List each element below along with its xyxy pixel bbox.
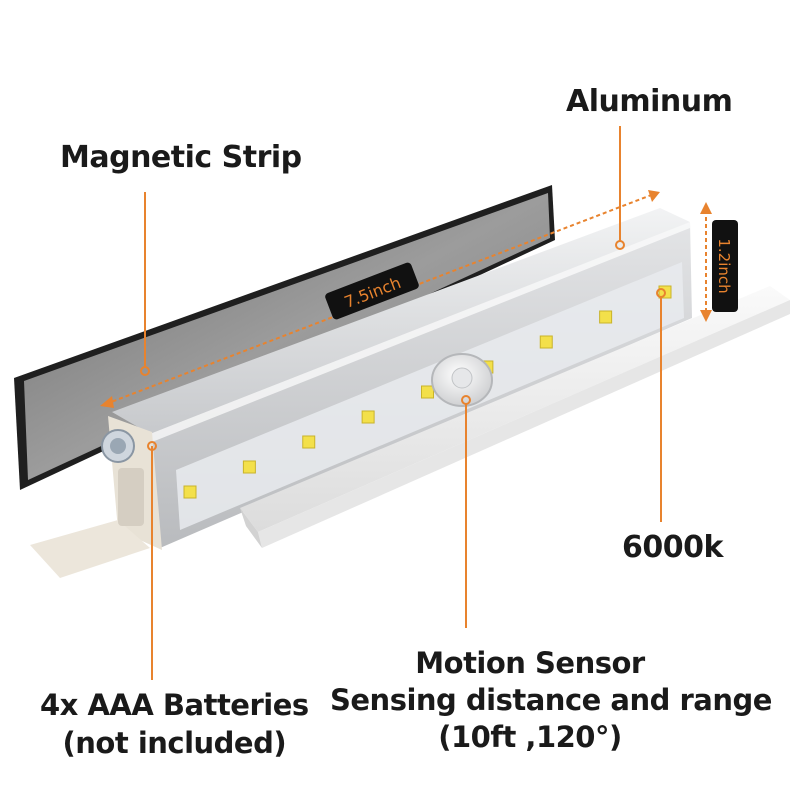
batteries-label: 4x AAA Batteries (not included) (40, 686, 309, 762)
aluminum-label: Aluminum (566, 84, 733, 119)
height-dimension: 1.2inch (700, 202, 738, 322)
batteries-label-line1: 4x AAA Batteries (40, 688, 309, 722)
motion-label-line2: Sensing distance and range (330, 683, 772, 717)
height-text: 1.2inch (715, 238, 733, 293)
motion-sensor (431, 353, 493, 407)
led-chip (183, 485, 197, 499)
length-badge (325, 262, 419, 320)
led-chip (599, 310, 613, 324)
magnetic-strip-label: Magnetic Strip (60, 140, 302, 175)
led-chip (421, 385, 434, 399)
height-badge (712, 220, 738, 312)
led-chip (361, 410, 375, 424)
led-chip (242, 460, 256, 474)
motion-sensor-label: Motion Sensor Sensing distance and range… (330, 645, 772, 756)
end-cap (30, 416, 162, 578)
led-chip (539, 335, 553, 349)
batteries-label-line2: (not included) (62, 726, 287, 760)
motion-label-line1: Motion Sensor (415, 646, 645, 680)
color-temperature-label: 6000k (622, 530, 723, 565)
motion-label-line3: (10ft ,120°) (438, 720, 622, 754)
led-chip (302, 435, 316, 449)
diffuser-cover (240, 286, 790, 548)
leader-lines (140, 126, 666, 680)
